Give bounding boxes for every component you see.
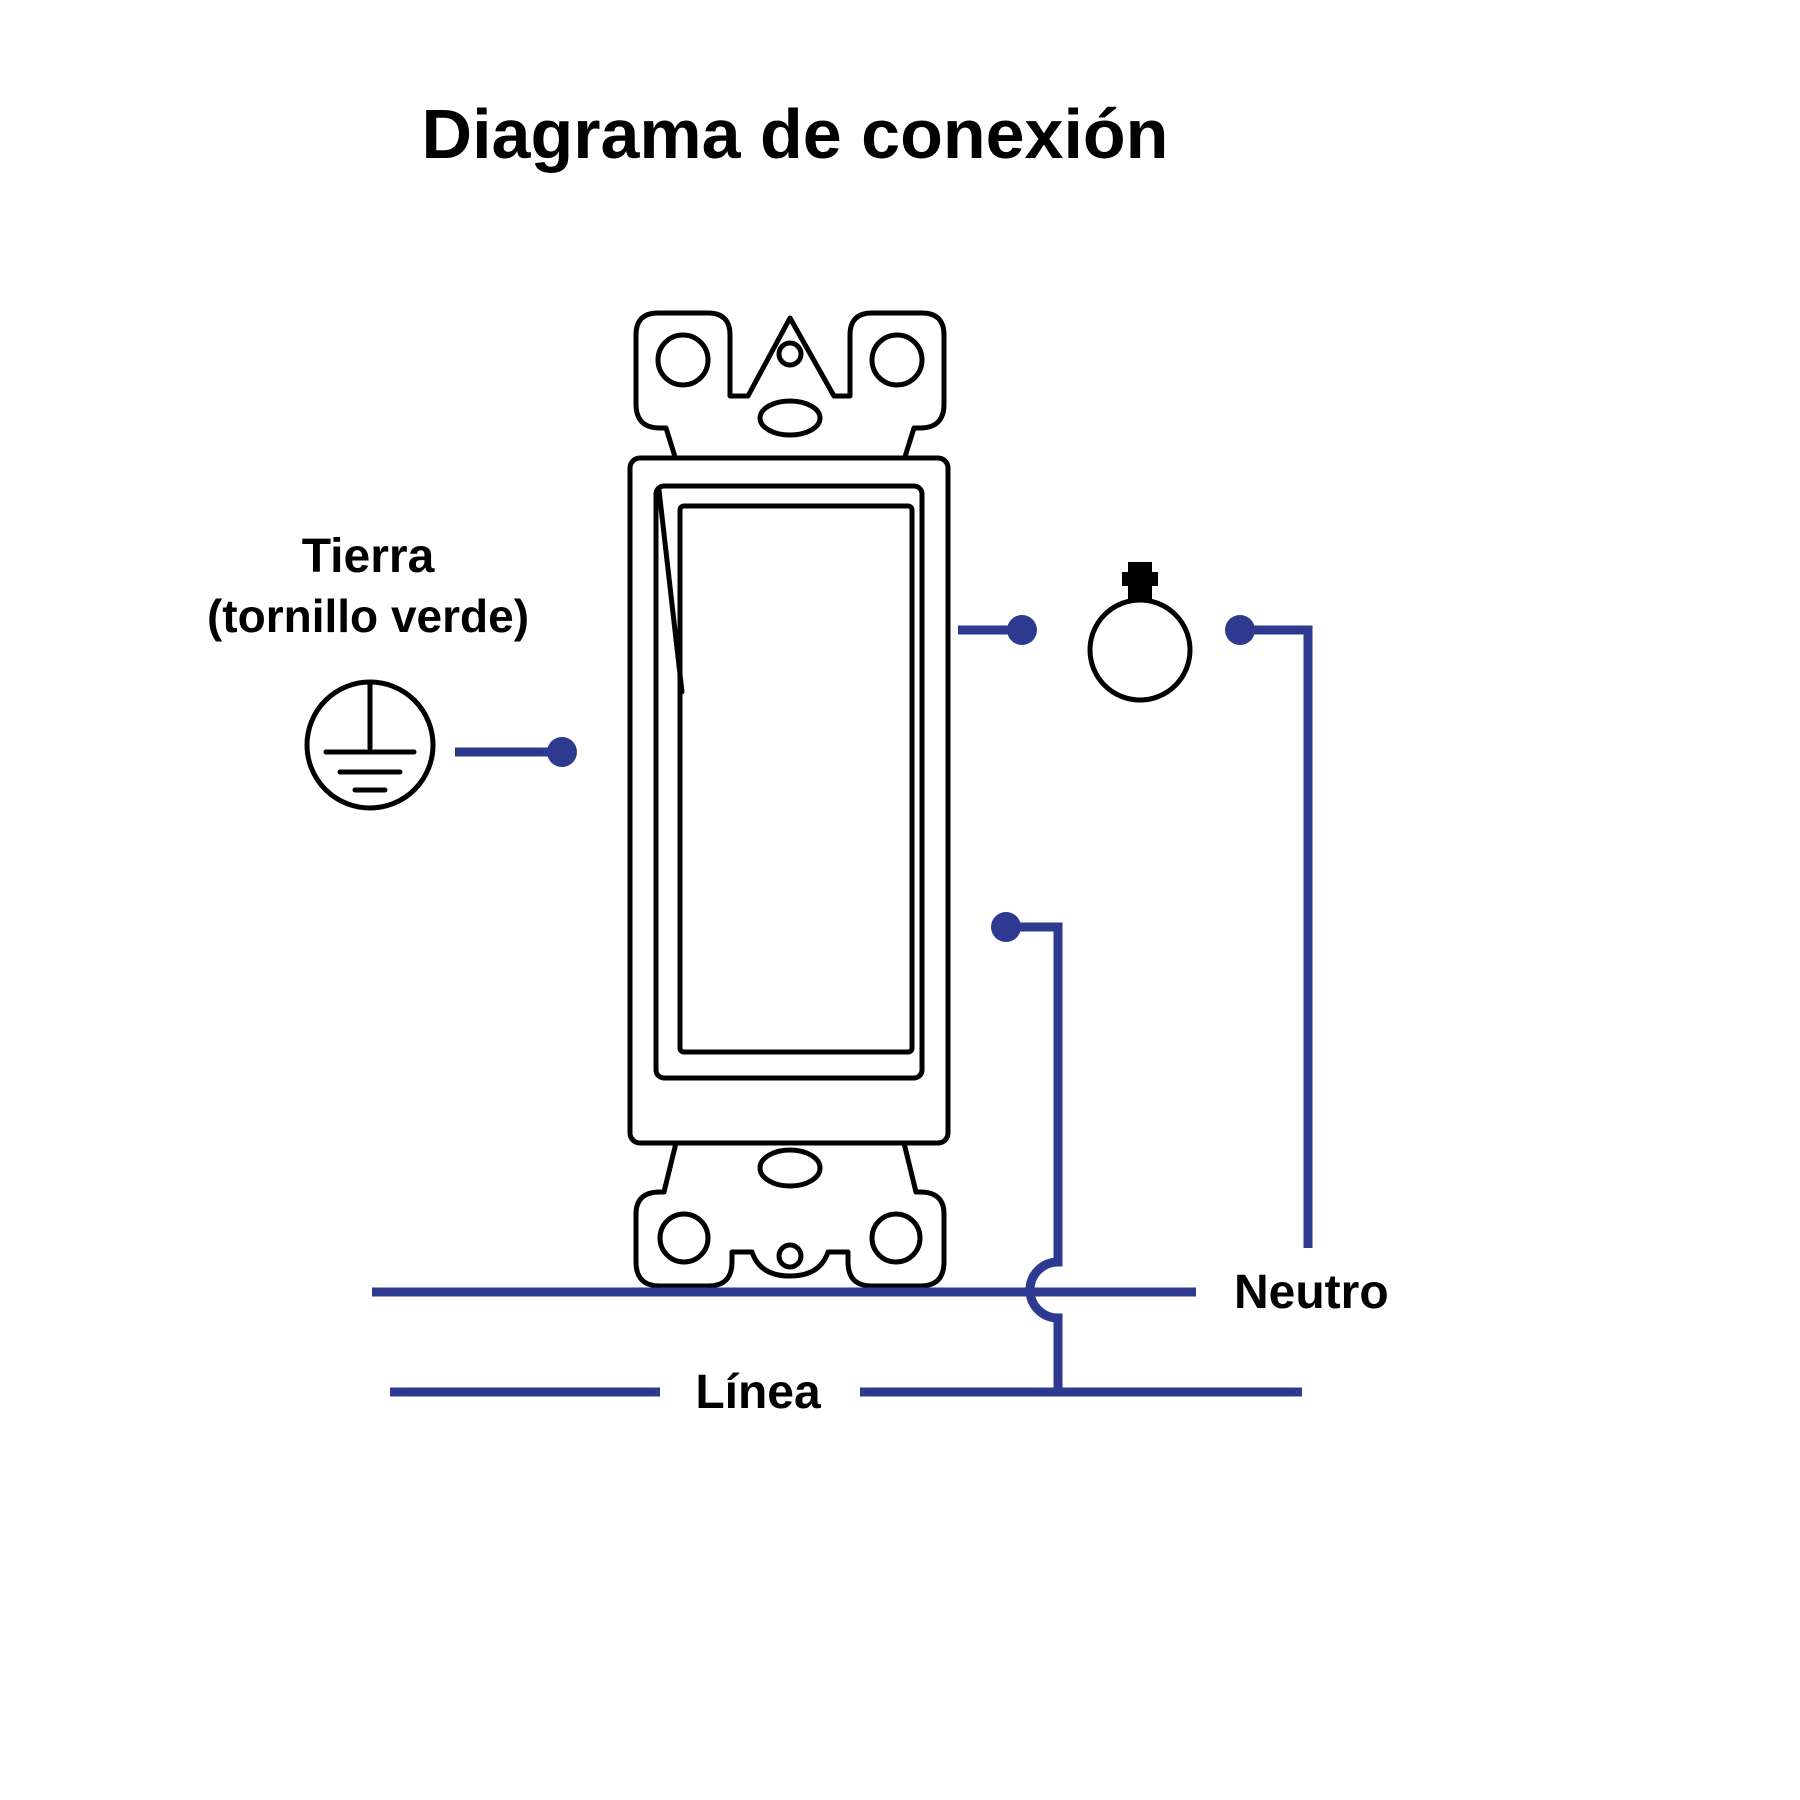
switch-bottom-strap xyxy=(633,1140,947,1289)
neutral-label: Neutro xyxy=(1234,1266,1389,1319)
bottom-oval-slot xyxy=(757,1147,823,1189)
line-label: Línea xyxy=(695,1366,821,1419)
switch-drawing xyxy=(627,310,951,1289)
switch-paddle xyxy=(677,503,915,1055)
ground-symbol-icon xyxy=(304,679,436,811)
ground-label-line1: Tierra xyxy=(302,530,435,583)
bulb-screw-base xyxy=(1122,562,1158,600)
load-terminal-dot xyxy=(1007,615,1037,645)
diagram-title: Diagrama de conexión xyxy=(422,95,1169,173)
top-right-screw-hole xyxy=(869,332,925,388)
bottom-right-screw-hole xyxy=(869,1211,923,1265)
top-left-screw-hole xyxy=(655,332,711,388)
line-drop-wire xyxy=(1006,922,1063,1392)
bulb-globe xyxy=(1087,597,1193,703)
bottom-center-hole xyxy=(776,1242,804,1270)
bottom-left-screw-hole xyxy=(657,1211,711,1265)
paddle-tilt-edge xyxy=(656,487,685,695)
top-oval-slot xyxy=(757,398,823,438)
switch-top-strap xyxy=(633,310,947,463)
top-center-hole xyxy=(776,340,804,368)
ground-terminal-dot xyxy=(547,737,577,767)
neutral-drop-wire xyxy=(1240,625,1313,1248)
ground-label-line2: (tornillo verde) xyxy=(207,590,529,642)
light-bulb-icon xyxy=(1087,562,1193,703)
